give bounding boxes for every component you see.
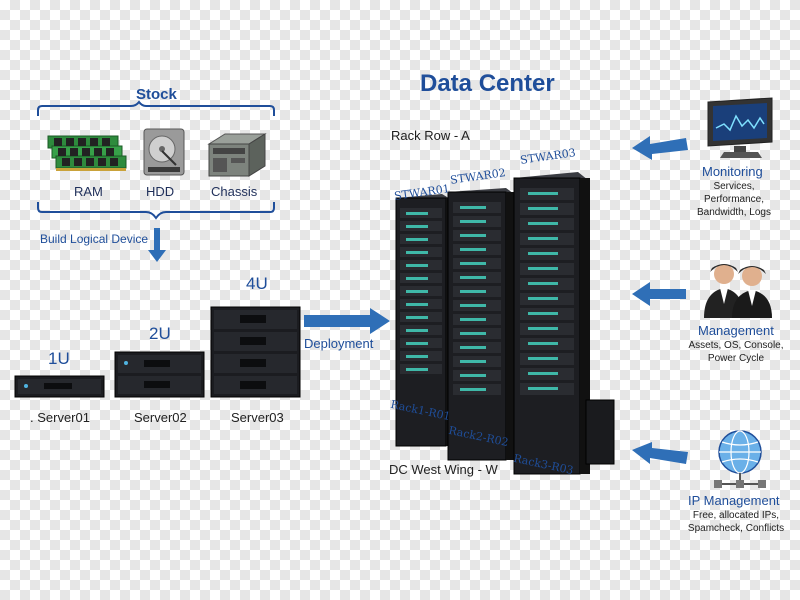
server02-chassis xyxy=(114,351,205,398)
build-logical-device-label: Build Logical Device xyxy=(40,232,149,246)
monitoring-desc: Services, Performance, Bandwidth, Logs xyxy=(697,181,771,218)
server02-label: Server02 xyxy=(134,410,187,425)
ip-management-desc: Free, allocated IPs, Spamcheck, Conflict… xyxy=(687,510,785,534)
server02-size: 2U xyxy=(149,324,171,343)
server03-label: Server03 xyxy=(231,410,284,425)
deployment-arrow-icon xyxy=(304,308,390,334)
ip-arrow-icon xyxy=(632,442,688,464)
rack-2 xyxy=(447,188,514,461)
monitor-icon xyxy=(707,97,773,158)
management-title: Management xyxy=(698,323,774,338)
stock-title: Stock xyxy=(136,86,177,103)
server01-chassis xyxy=(14,375,105,398)
management-desc: Assets, OS, Console, Power Cycle xyxy=(688,340,784,364)
hdd-icon xyxy=(143,128,185,176)
ram-icon xyxy=(47,135,127,171)
ram-label: RAM xyxy=(74,184,103,199)
people-icon xyxy=(704,264,772,318)
rack-3 xyxy=(513,172,615,475)
rack-row-label: Rack Row - A xyxy=(391,128,470,143)
monitoring-arrow-icon xyxy=(632,136,688,160)
server-racks xyxy=(395,172,615,475)
page-title: Data Center xyxy=(420,70,555,97)
hdd-label: HDD xyxy=(146,184,175,199)
chassis-icon xyxy=(207,133,267,177)
server01-size: 1U xyxy=(48,349,70,368)
server03-chassis xyxy=(210,306,301,398)
ip-management-title: IP Management xyxy=(688,493,780,508)
dc-wing-label: DC West Wing - W xyxy=(389,462,498,477)
stock-brackets xyxy=(37,100,275,220)
globe-network-icon xyxy=(714,430,766,488)
server03-size: 4U xyxy=(246,274,268,293)
rack-1 xyxy=(395,194,454,447)
deployment-label: Deployment xyxy=(304,336,374,351)
server01-label: . Server01 xyxy=(30,410,90,425)
chassis-label: Chassis xyxy=(211,184,258,199)
monitoring-title: Monitoring xyxy=(702,164,763,179)
build-arrow-icon xyxy=(148,228,166,262)
management-arrow-icon xyxy=(632,282,686,306)
